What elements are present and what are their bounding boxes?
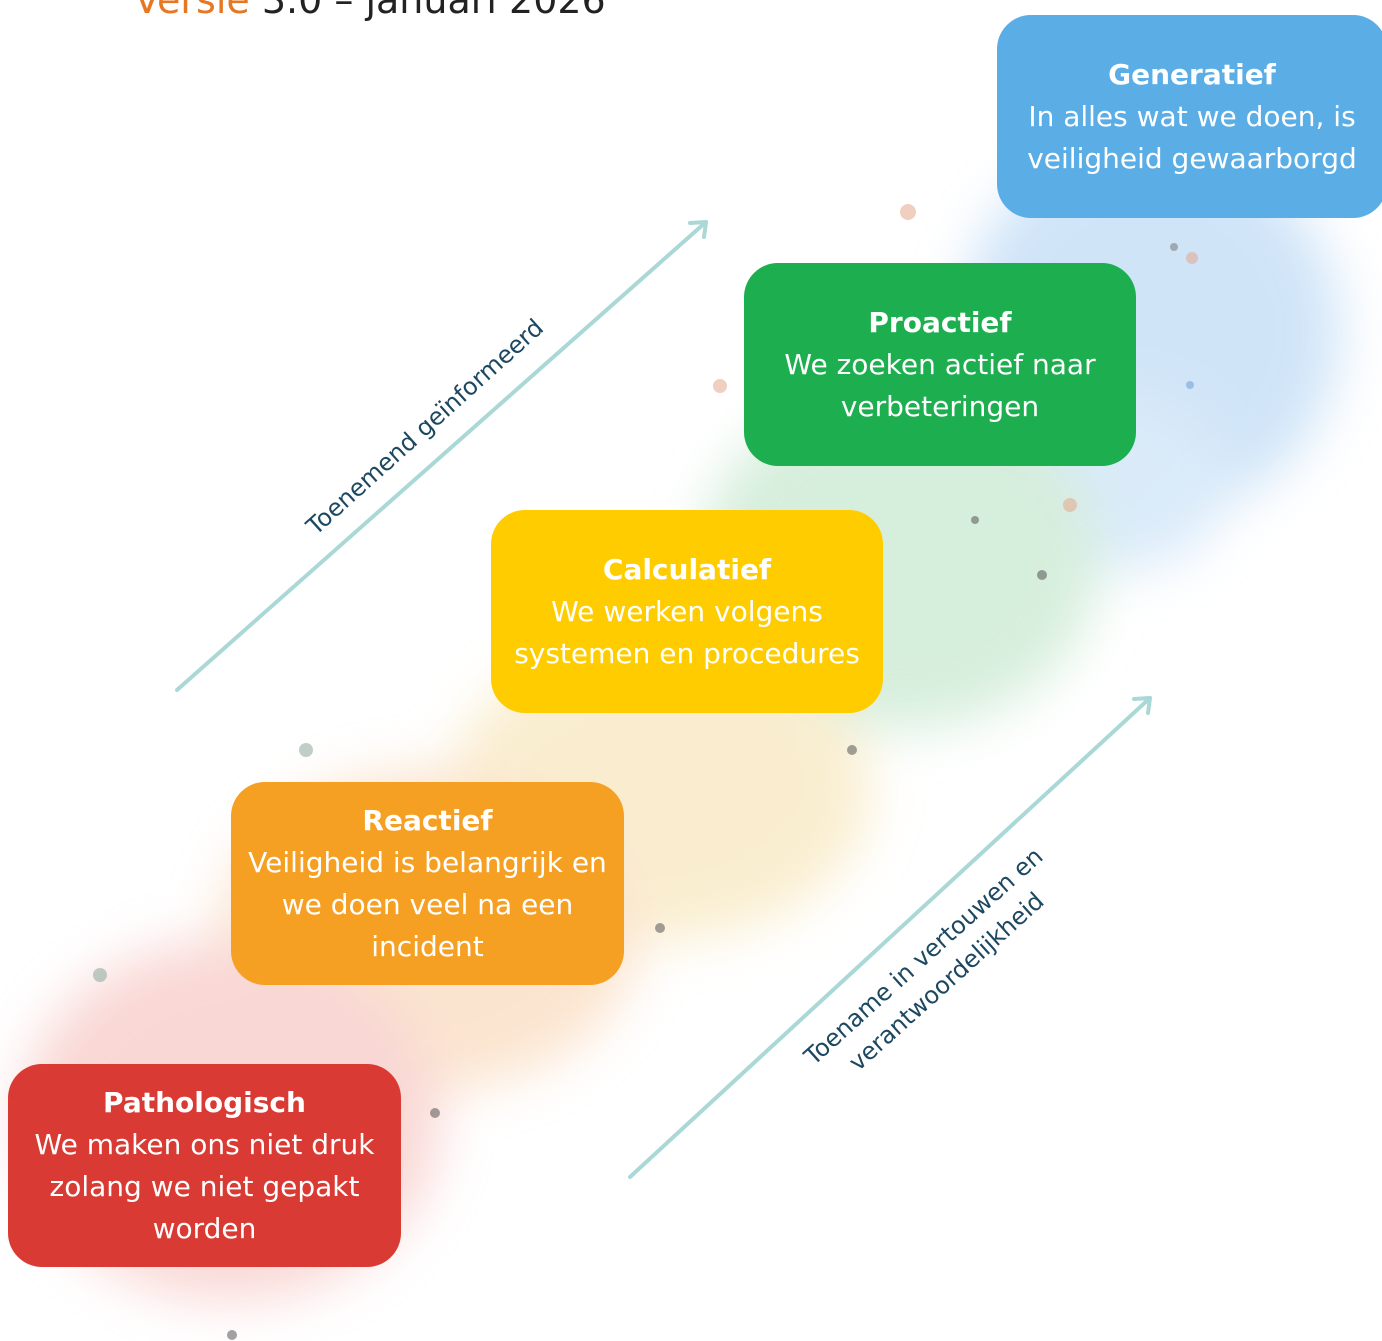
level-desc-line: In alles wat we doen, is [1028,99,1356,133]
level-title: Proactief [868,305,1012,339]
level-desc-line: Veiligheid is belangrijk en [248,845,607,879]
lower-arrow-head [1132,696,1152,715]
level-box-pathologisch: Pathologisch We maken ons niet druk zola… [8,1064,401,1267]
level-box-calculatief: Calculatief We werken volgens systemen e… [491,510,883,713]
level-title: Pathologisch [103,1085,306,1119]
level-desc-line: zolang we niet gepakt [49,1169,360,1203]
level-title: Reactief [362,803,493,837]
upper-arrow-line [175,220,708,692]
version-word: Versie [134,0,250,22]
lower-arrow-line [628,696,1152,1179]
level-desc-line: veiligheid gewaarborgd [1027,141,1357,175]
level-desc-line: We werken volgens [551,594,823,628]
level-title: Calculatief [602,552,772,586]
level-desc-line: incident [371,929,484,963]
level-desc-line: We zoeken actief naar [784,347,1096,381]
level-desc-line: We maken ons niet druk [34,1127,375,1161]
level-desc-line: verbeteringen [840,389,1040,423]
version-header: Versie 3.0 – januari 2026 [134,0,606,22]
level-desc-line: systemen en procedures [514,636,860,670]
level-box-reactief: Reactief Veiligheid is belangrijk en we … [231,782,624,985]
level-box-proactief: Proactief We zoeken actief naar verbeter… [744,263,1136,466]
level-desc-line: worden [152,1211,257,1245]
upper-arrow-head [688,220,708,239]
version-date: 3.0 – januari 2026 [261,0,606,22]
level-title: Generatief [1108,57,1276,91]
level-desc-line: we doen veel na een [281,887,574,921]
level-box-generatief: Generatief In alles wat we doen, is veil… [997,15,1382,218]
